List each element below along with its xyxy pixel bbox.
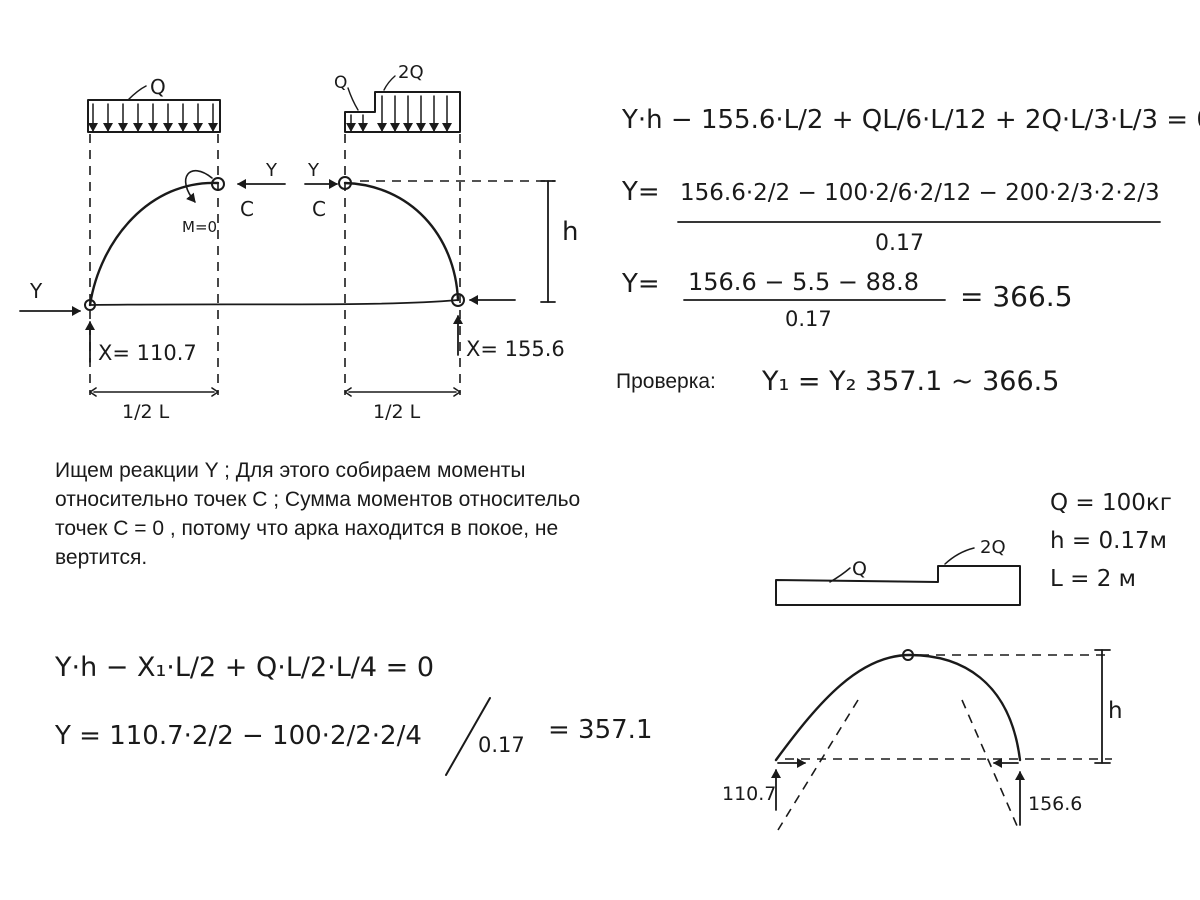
sketch-left-diagonal xyxy=(777,699,859,831)
right-support-hinge xyxy=(451,293,465,307)
equation-right-2-numerator: 156.6·2/2 − 100·2/6·2/12 − 200·2/3·2·2/3 xyxy=(680,180,1160,206)
load-profile-sketch: Q 2Q xyxy=(775,537,1021,606)
right-span-label: 1/2 L xyxy=(373,401,421,423)
check-equation: Y₁ = Y₂ 357.1 ~ 366.5 xyxy=(761,366,1059,397)
left-hinge-y-label: Y xyxy=(265,160,278,181)
sketch-left-value: 110.7 xyxy=(722,783,776,805)
left-load-label: Q xyxy=(150,75,166,99)
left-equations: Y·h − X₁·L/2 + Q·L/2·L/4 = 0 Y = 110.7·2… xyxy=(54,652,652,776)
sketch-right-diagonal xyxy=(961,699,1019,829)
right-load-label-big: 2Q xyxy=(398,62,424,83)
right-reaction-label: X= 155.6 xyxy=(466,337,565,361)
right-height-label: h xyxy=(562,217,578,247)
equation-right-2-lhs: Y= xyxy=(621,177,660,207)
given-values: Q = 100кг h = 0.17м L = 2 м xyxy=(1050,490,1172,592)
equation-left-2-denominator: 0.17 xyxy=(478,733,525,757)
right-equations: Y·h − 155.6·L/2 + QL/6·L/12 + 2Q·L/3·L/3… xyxy=(616,105,1200,397)
moment-label: M=0 xyxy=(182,218,217,236)
equation-right-3-numerator: 156.6 − 5.5 − 88.8 xyxy=(688,268,919,296)
equation-left-1: Y·h − X₁·L/2 + Q·L/2·L/4 = 0 xyxy=(54,652,434,683)
load-sketch-q-label: Q xyxy=(852,558,867,580)
left-span-label: 1/2 L xyxy=(122,401,170,423)
given-h: h = 0.17м xyxy=(1050,528,1167,554)
equation-left-2-result: = 357.1 xyxy=(548,715,652,745)
left-hinge-label: C xyxy=(240,197,254,221)
left-half-arch-diagram: Q M=0 C Y Y X= 110.7 1/2 L xyxy=(19,75,286,423)
given-l: L = 2 м xyxy=(1050,566,1136,592)
division-slash xyxy=(445,697,491,776)
check-label: Проверка: xyxy=(616,370,716,393)
moment-arc xyxy=(184,169,213,203)
right-hinge-y-label: Y xyxy=(307,160,320,181)
arch-sketch: h 110.7 156.6 xyxy=(722,649,1123,831)
right-half-arch-diagram: Q 2Q C Y h X= 155.6 1/2 L xyxy=(304,62,578,423)
right-load-label-small: Q xyxy=(334,73,347,93)
given-q: Q = 100кг xyxy=(1050,490,1172,516)
equation-right-2-denominator: 0.17 xyxy=(875,231,924,256)
right-top-hinge xyxy=(338,176,352,190)
equation-left-2: Y = 110.7·2/2 − 100·2/2·2/4 xyxy=(54,721,422,751)
left-top-hinge xyxy=(211,177,225,191)
right-arch-curve xyxy=(343,181,460,302)
equation-right-1: Y·h − 155.6·L/2 + QL/6·L/12 + 2Q·L/3·L/3… xyxy=(621,105,1200,135)
sketch-height-label: h xyxy=(1108,698,1123,724)
left-distributed-load: Q xyxy=(87,75,221,133)
explanation-text: Ищем реакции Y ; Для этого собираем моме… xyxy=(55,459,581,569)
equation-right-3-result: = 366.5 xyxy=(960,280,1073,313)
right-distributed-load: Q 2Q xyxy=(334,62,461,133)
sketch-arch-curve xyxy=(774,653,1022,762)
left-reaction-label: X= 110.7 xyxy=(98,341,197,365)
sketch-right-value: 156.6 xyxy=(1028,793,1082,815)
arch-baseline xyxy=(89,299,459,306)
right-hinge-label: C xyxy=(312,197,326,221)
equation-right-3-denominator: 0.17 xyxy=(785,307,832,331)
left-arch-curve xyxy=(88,181,220,307)
load-sketch-2q-label: 2Q xyxy=(980,537,1006,558)
sketch-top-hinge xyxy=(902,649,914,661)
equation-right-3-lhs: Y= xyxy=(621,269,660,299)
left-support-y-label: Y xyxy=(29,279,43,303)
